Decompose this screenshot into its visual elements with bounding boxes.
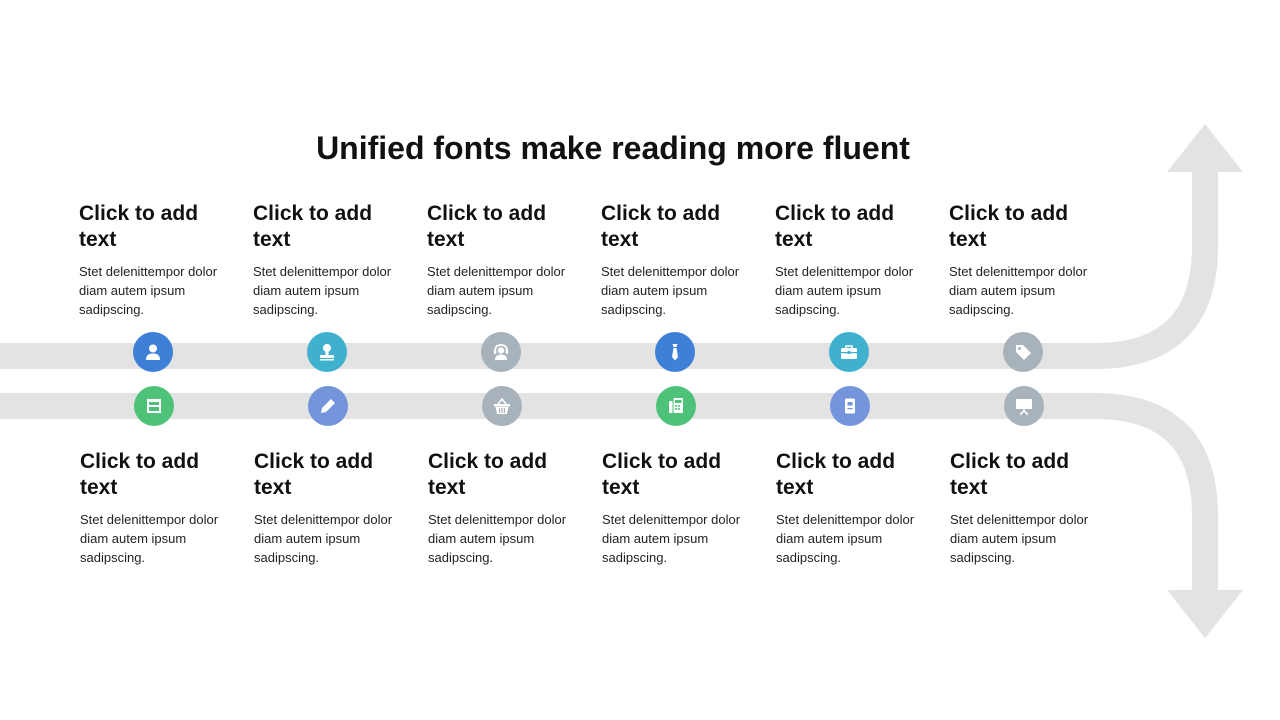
item-description[interactable]: Stet delenittempor dolor diam autem ipsu… bbox=[427, 264, 566, 317]
down-arrow-head bbox=[1167, 590, 1243, 638]
node-tag[interactable] bbox=[1003, 332, 1043, 372]
top-item-2[interactable]: Click to add text Stet delenittempor dol… bbox=[253, 201, 413, 319]
lower-track-arrow bbox=[0, 393, 1218, 600]
node-stamp[interactable] bbox=[307, 332, 347, 372]
item-description[interactable]: Stet delenittempor dolor diam autem ipsu… bbox=[601, 264, 740, 317]
node-pencil[interactable] bbox=[308, 386, 348, 426]
item-heading[interactable]: Click to add text bbox=[254, 450, 374, 499]
item-heading[interactable]: Click to add text bbox=[253, 202, 373, 251]
node-basket[interactable] bbox=[482, 386, 522, 426]
tie-icon bbox=[672, 344, 678, 361]
tag-icon bbox=[1016, 345, 1031, 360]
item-description[interactable]: Stet delenittempor dolor diam autem ipsu… bbox=[79, 264, 218, 317]
headset-icon bbox=[493, 344, 509, 360]
item-description[interactable]: Stet delenittempor dolor diam autem ipsu… bbox=[950, 512, 1089, 565]
node-user[interactable] bbox=[133, 332, 173, 372]
top-item-1[interactable]: Click to add text Stet delenittempor dol… bbox=[79, 201, 239, 319]
top-item-3[interactable]: Click to add text Stet delenittempor dol… bbox=[427, 201, 587, 319]
basket-icon bbox=[494, 397, 510, 414]
item-heading[interactable]: Click to add text bbox=[79, 202, 199, 251]
top-item-4[interactable]: Click to add text Stet delenittempor dol… bbox=[601, 201, 761, 319]
fax-icon bbox=[669, 398, 683, 413]
user-icon bbox=[146, 344, 160, 360]
document-icon bbox=[845, 398, 855, 414]
item-description[interactable]: Stet delenittempor dolor diam autem ipsu… bbox=[776, 512, 915, 565]
item-description[interactable]: Stet delenittempor dolor diam autem ipsu… bbox=[253, 264, 392, 317]
node-document[interactable] bbox=[830, 386, 870, 426]
node-briefcase[interactable] bbox=[829, 332, 869, 372]
item-description[interactable]: Stet delenittempor dolor diam autem ipsu… bbox=[428, 512, 567, 565]
upper-track-arrow bbox=[0, 160, 1218, 369]
pencil-icon bbox=[321, 399, 335, 413]
bottom-item-2[interactable]: Click to add text Stet delenittempor dol… bbox=[254, 449, 414, 567]
node-headset[interactable] bbox=[481, 332, 521, 372]
up-arrow-head bbox=[1167, 124, 1243, 172]
item-description[interactable]: Stet delenittempor dolor diam autem ipsu… bbox=[80, 512, 219, 565]
bottom-item-1[interactable]: Click to add text Stet delenittempor dol… bbox=[80, 449, 240, 567]
briefcase-icon bbox=[841, 345, 857, 359]
item-heading[interactable]: Click to add text bbox=[949, 202, 1069, 251]
node-presentation[interactable] bbox=[1004, 386, 1044, 426]
node-fax[interactable] bbox=[656, 386, 696, 426]
bottom-item-6[interactable]: Click to add text Stet delenittempor dol… bbox=[950, 449, 1110, 567]
item-description[interactable]: Stet delenittempor dolor diam autem ipsu… bbox=[949, 264, 1088, 317]
item-heading[interactable]: Click to add text bbox=[601, 202, 721, 251]
item-heading[interactable]: Click to add text bbox=[775, 202, 895, 251]
item-description[interactable]: Stet delenittempor dolor diam autem ipsu… bbox=[254, 512, 393, 565]
top-item-6[interactable]: Click to add text Stet delenittempor dol… bbox=[949, 201, 1109, 319]
node-shop[interactable] bbox=[134, 386, 174, 426]
item-description[interactable]: Stet delenittempor dolor diam autem ipsu… bbox=[775, 264, 914, 317]
item-heading[interactable]: Click to add text bbox=[602, 450, 722, 499]
presentation-icon bbox=[1016, 399, 1032, 416]
top-item-5[interactable]: Click to add text Stet delenittempor dol… bbox=[775, 201, 935, 319]
item-description[interactable]: Stet delenittempor dolor diam autem ipsu… bbox=[602, 512, 741, 565]
item-heading[interactable]: Click to add text bbox=[428, 450, 548, 499]
bottom-item-4[interactable]: Click to add text Stet delenittempor dol… bbox=[602, 449, 762, 567]
item-heading[interactable]: Click to add text bbox=[80, 450, 200, 499]
shop-icon bbox=[147, 399, 161, 413]
item-heading[interactable]: Click to add text bbox=[776, 450, 896, 499]
item-heading[interactable]: Click to add text bbox=[427, 202, 547, 251]
bottom-item-5[interactable]: Click to add text Stet delenittempor dol… bbox=[776, 449, 936, 567]
stamp-icon bbox=[320, 344, 334, 361]
slide-title[interactable]: Unified fonts make reading more fluent bbox=[316, 130, 910, 166]
bottom-item-3[interactable]: Click to add text Stet delenittempor dol… bbox=[428, 449, 588, 567]
node-tie[interactable] bbox=[655, 332, 695, 372]
item-heading[interactable]: Click to add text bbox=[950, 450, 1070, 499]
